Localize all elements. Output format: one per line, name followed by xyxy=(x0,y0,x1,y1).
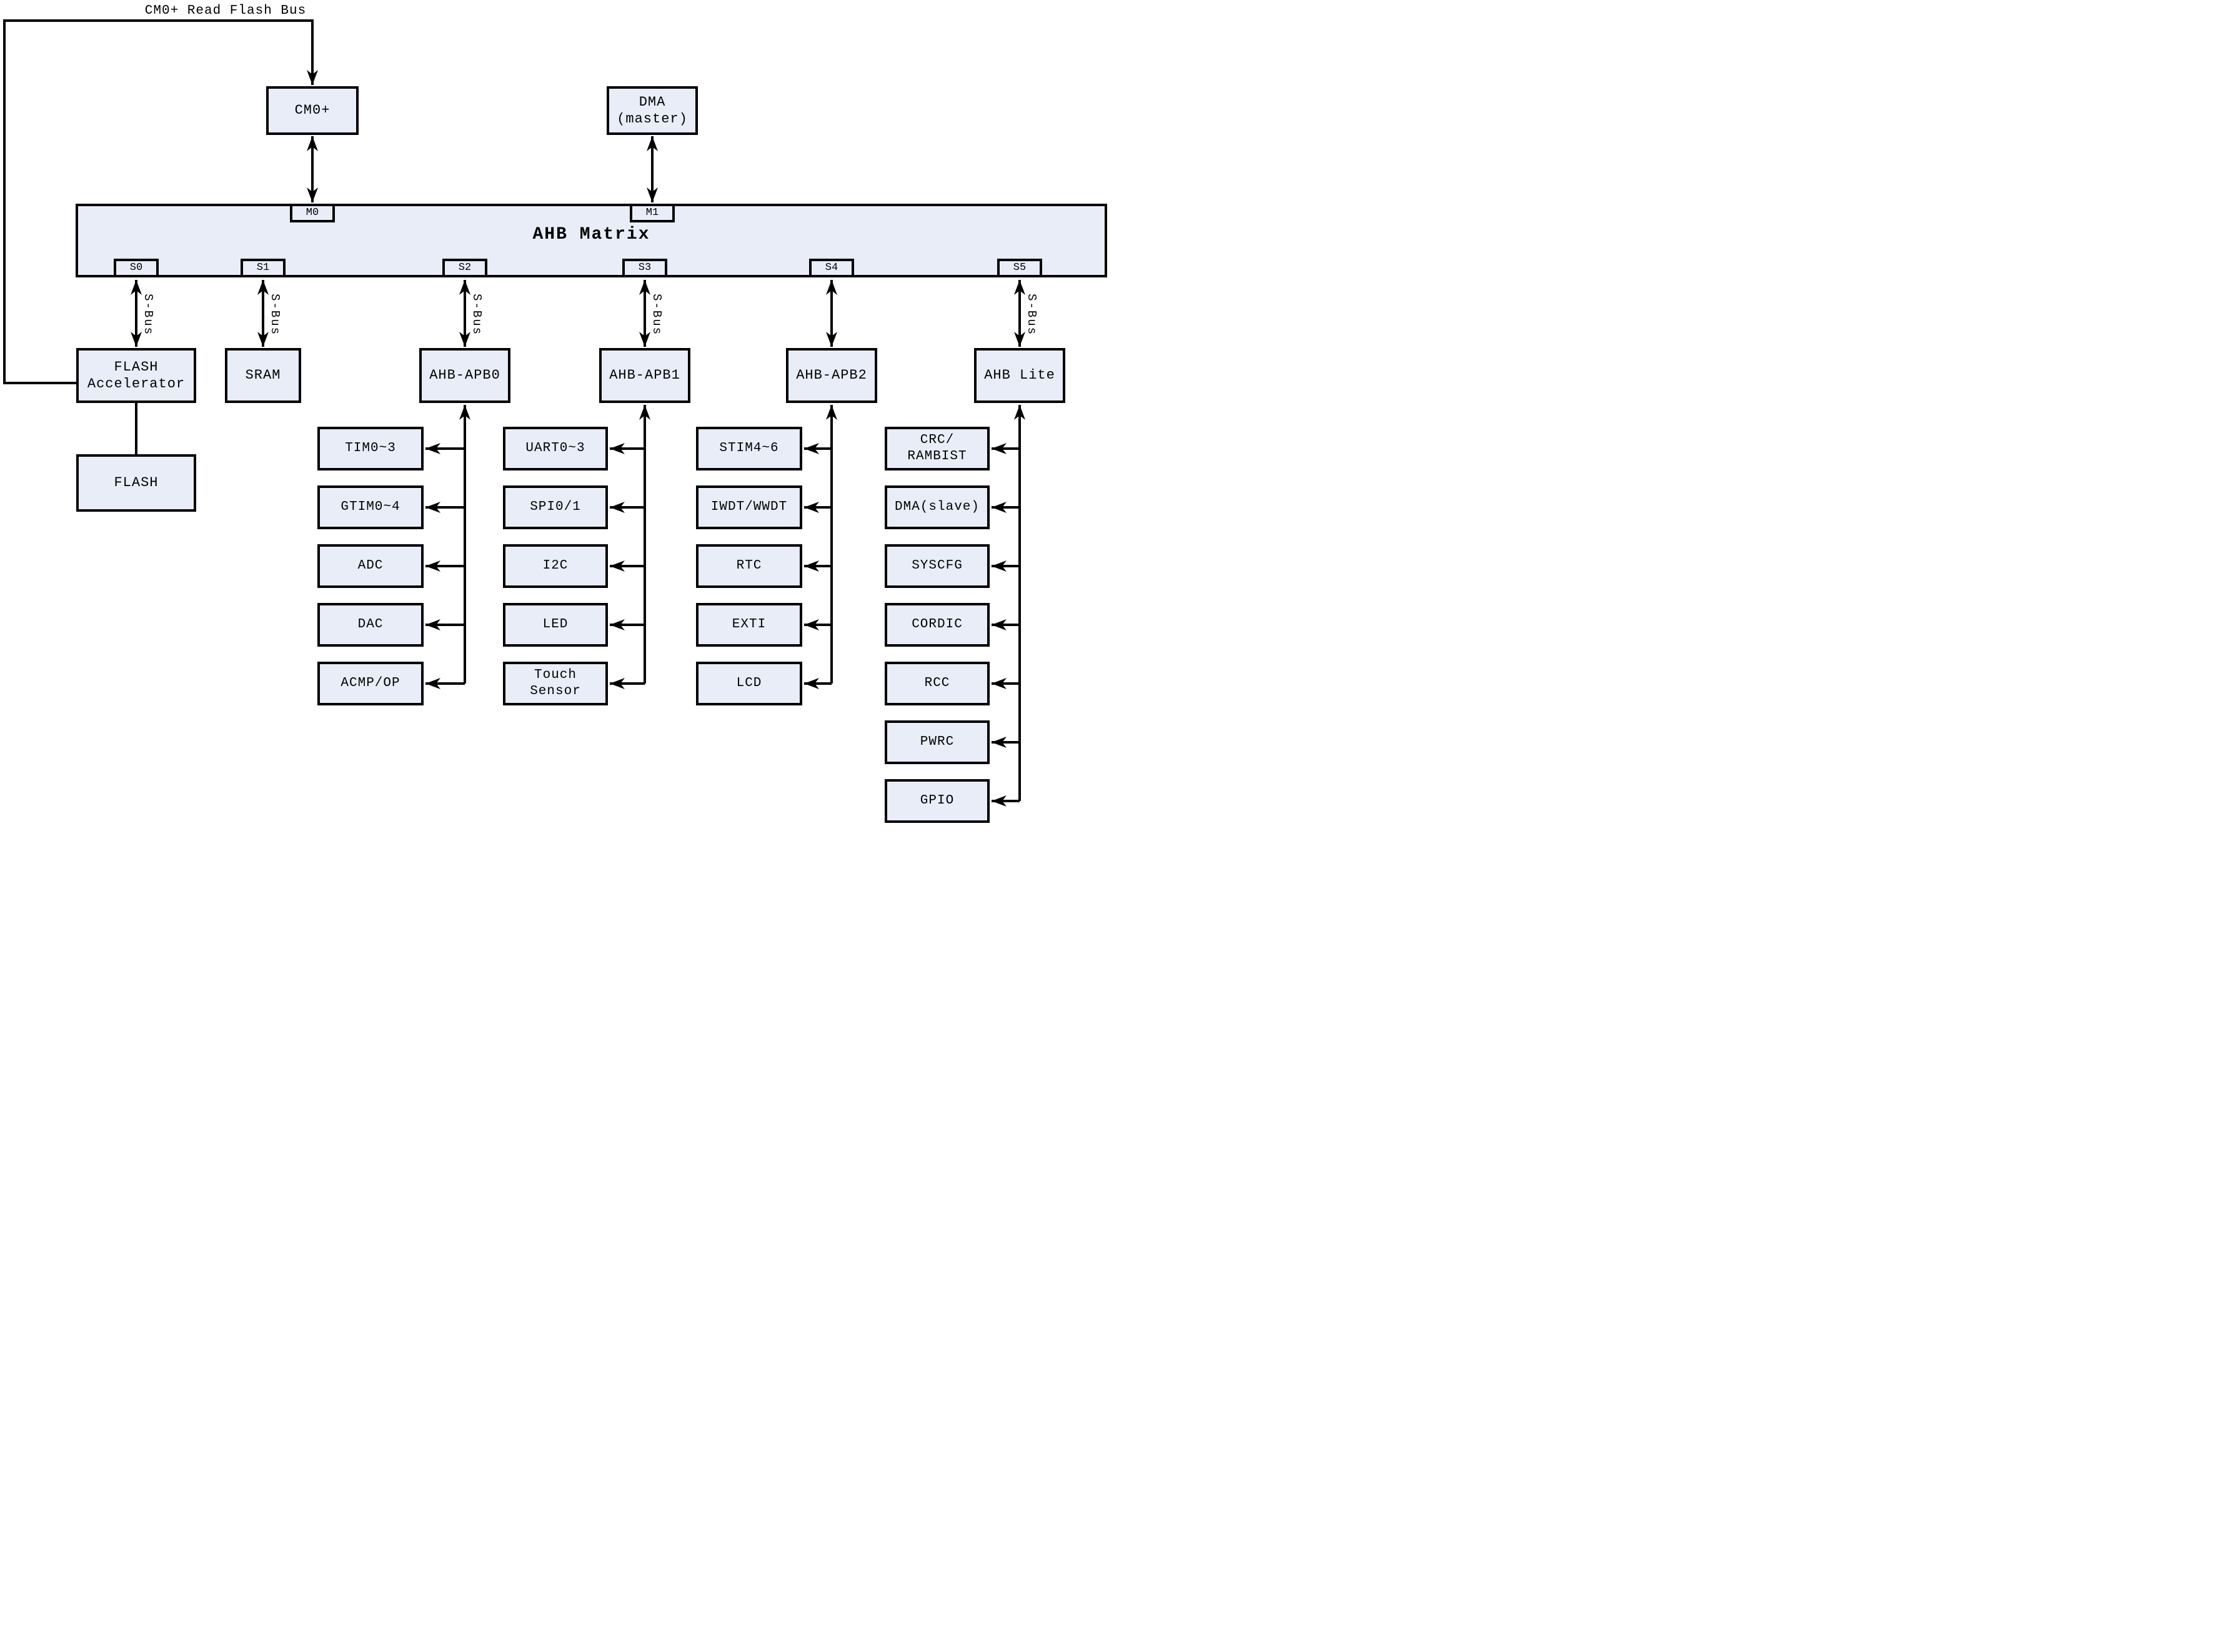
block-dac: DAC xyxy=(317,603,424,647)
bus-cm0-read-flash xyxy=(3,19,318,384)
sbus-label-s0: S-Bus xyxy=(141,294,155,336)
block-lcd: LCD xyxy=(696,662,802,705)
port-s5: S5 xyxy=(997,259,1042,275)
block-cm0: CM0+ xyxy=(266,86,359,135)
sbus-label-s2: S-Bus xyxy=(470,294,484,336)
block-ahb-apb1: AHB-APB1 xyxy=(599,348,690,403)
block-dma-master: DMA (master) xyxy=(607,86,698,135)
block-gtim0-4: GTIM0~4 xyxy=(317,485,424,529)
block-flash-accelerator: FLASH Accelerator xyxy=(76,348,196,403)
sbus-label-s3: S-Bus xyxy=(650,294,664,336)
port-s2: S2 xyxy=(442,259,487,275)
sbus-label-s5: S-Bus xyxy=(1025,294,1038,336)
block-spi0-1: SPI0/1 xyxy=(503,485,608,529)
block-touch-sensor: Touch Sensor xyxy=(503,662,608,705)
top-bus-label: CM0+ Read Flash Bus xyxy=(144,4,307,18)
block-cordic: CORDIC xyxy=(885,603,990,647)
block-syscfg: SYSCFG xyxy=(885,544,990,588)
block-ahb-lite: AHB Lite xyxy=(974,348,1065,403)
block-crc-rambist: CRC/ RAMBIST xyxy=(885,427,990,470)
block-rcc: RCC xyxy=(885,662,990,705)
block-i2c: I2C xyxy=(503,544,608,588)
ahb-matrix-title: AHB Matrix xyxy=(532,225,650,244)
port-s1: S1 xyxy=(241,259,286,275)
port-s0: S0 xyxy=(114,259,159,275)
block-tim0-3: TIM0~3 xyxy=(317,427,424,470)
block-flash: FLASH xyxy=(76,454,196,512)
block-exti: EXTI xyxy=(696,603,802,647)
block-uart0-3: UART0~3 xyxy=(503,427,608,470)
block-ahb-apb0: AHB-APB0 xyxy=(419,348,510,403)
block-led: LED xyxy=(503,603,608,647)
block-sram: SRAM xyxy=(225,348,301,403)
block-rtc: RTC xyxy=(696,544,802,588)
port-m1: M1 xyxy=(630,206,675,222)
port-s4: S4 xyxy=(809,259,854,275)
block-gpio: GPIO xyxy=(885,779,990,823)
block-stim4-6: STIM4~6 xyxy=(696,427,802,470)
block-ahb-apb2: AHB-APB2 xyxy=(786,348,877,403)
block-dma-slave: DMA(slave) xyxy=(885,485,990,529)
connector-lines xyxy=(3,19,1025,807)
port-m0: M0 xyxy=(290,206,335,222)
block-acmp-op: ACMP/OP xyxy=(317,662,424,705)
block-pwrc: PWRC xyxy=(885,720,990,764)
block-iwdt-wwdt: IWDT/WWDT xyxy=(696,485,802,529)
block-adc: ADC xyxy=(317,544,424,588)
sbus-label-s1: S-Bus xyxy=(268,294,282,336)
port-s3: S3 xyxy=(622,259,667,275)
soc-bus-diagram: CM0+ Read Flash Bus CM0+ DMA (master) AH… xyxy=(0,0,1109,826)
